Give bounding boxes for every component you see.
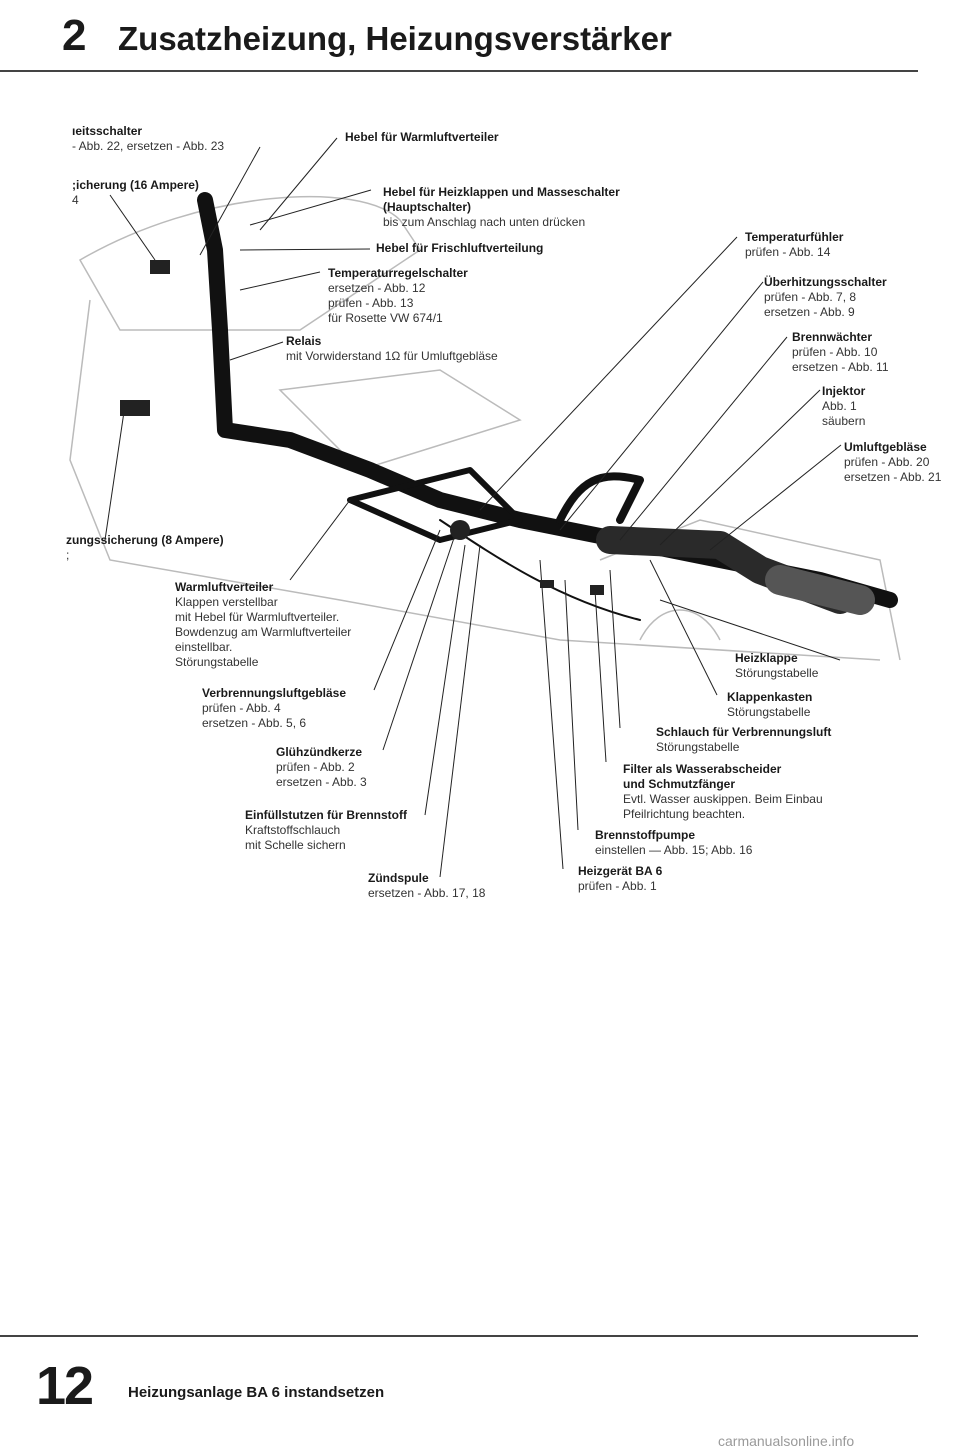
floor-outline [69,299,881,661]
label-temperaturfuehler: Temperaturfühler prüfen - Abb. 14 [745,230,844,259]
label-klappenkasten: Klappenkasten Störungstabelle [727,690,813,719]
label-brennwaechter: Brennwächter prüfen - Abb. 10 ersetzen -… [792,330,889,374]
page-title: Zusatzheizung, Heizungsverstärker [118,20,672,57]
leader-zuendspule [439,544,481,878]
leader-einfuell [424,544,466,816]
leader-heizgeraet [539,559,564,870]
wheel-arch-outline [639,609,721,641]
leader-schlauch [609,569,621,729]
label-filter: Filter als Wasserabscheider und Schmutzf… [623,762,823,821]
label-gluehzuendkerze: Glühzündkerze prüfen - Abb. 2 ersetzen -… [276,745,367,789]
leader-injektor [659,389,821,546]
leader-sicherung8 [104,404,126,541]
leader-temp-fuehler [479,236,738,511]
footer-title: Heizungsanlage BA 6 instandsetzen [128,1384,385,1401]
label-umluftgeblaese: Umluftgebläse prüfen - Abb. 20 ersetzen … [844,440,942,484]
leader-leitsschalter [199,146,261,256]
dashboard-outline [78,195,422,331]
leader-heizklappe [659,599,841,661]
injector-shape [556,472,644,524]
leader-hebel-frisch [239,248,371,251]
leader-gluehzuend [382,534,456,751]
label-hebel-frischluft: Hebel für Frischluftverteilung [376,241,544,255]
label-brennstoffpumpe: Brennstoffpumpe einstellen — Abb. 15; Ab… [595,828,753,857]
label-ueberhitzungsschalter: Überhitzungsschalter prüfen - Abb. 7, 8 … [764,275,887,319]
label-heizklappe: Heizklappe Störungstabelle [735,651,819,680]
label-sicherung-16a: ;icherung (16 Ampere) 4 [72,178,199,207]
header-rule [0,70,918,72]
label-hebel-warmluftverteiler: Hebel für Warmluftverteiler [345,130,499,144]
leader-klappenkasten [649,559,718,696]
leader-hebel-heiz [249,189,372,226]
label-zuendspule: Zündspule ersetzen - Abb. 17, 18 [368,871,486,900]
watermark: carmanualsonline.info [718,1433,855,1449]
leader-temp-regel [239,271,321,291]
filter-shape [540,580,554,588]
label-sicherung-8a: zungssicherung (8 Ampere) ; [66,533,224,562]
leader-filter [594,589,607,763]
page-number: 12 [36,1356,94,1416]
seat-frame-outline [278,369,522,471]
leader-verbrennung [373,529,441,691]
label-schlauch-verbrennungsluft: Schlauch für Verbrennungsluft Störungsta… [656,725,832,754]
label-hebel-heizklappen: Hebel für Heizklappen und Masseschalter … [383,185,620,229]
leader-relais [229,341,284,361]
warm-air-distributor-shape [347,467,523,543]
label-verbrennungsluftgeblaese: Verbrennungsluftgebläse prüfen - Abb. 4 … [202,686,347,730]
label-heizgeraet: Heizgerät BA 6 prüfen - Abb. 1 [578,864,663,893]
label-warmluftverteiler: Warmluftverteiler Klappen verstellbar mi… [175,580,352,669]
footer-rule [0,1335,918,1337]
leader-umluft [709,444,842,551]
label-einfuellstutzen: Einfüllstutzen für Brennstoff Kraftstoff… [245,808,407,852]
fuel-pump-shape [590,585,604,595]
fuse-box-16a [150,260,170,274]
label-temperaturregelschalter: Temperaturregelschalter ersetzen - Abb. … [328,266,468,325]
leader-brennwaechter [619,336,788,541]
leader-sicherung16 [109,194,156,261]
fuse-box-8a [120,400,150,416]
leader-warmluftverteiler [289,499,351,581]
blower-shape [765,565,875,615]
leader-brennstoffpumpe [564,579,579,831]
glow-plug-shape [450,520,470,540]
leader-hebel-warm [259,137,338,231]
label-leitsschalter: ıeitsschalter - Abb. 22, ersetzen - Abb.… [72,124,225,153]
label-injektor: Injektor Abb. 1 säubern [822,384,866,428]
chapter-number: 2 [62,11,87,60]
label-relais: Relais mit Vorwiderstand 1Ω für Umluftge… [286,334,498,363]
leader-ueberhitz [559,281,764,531]
